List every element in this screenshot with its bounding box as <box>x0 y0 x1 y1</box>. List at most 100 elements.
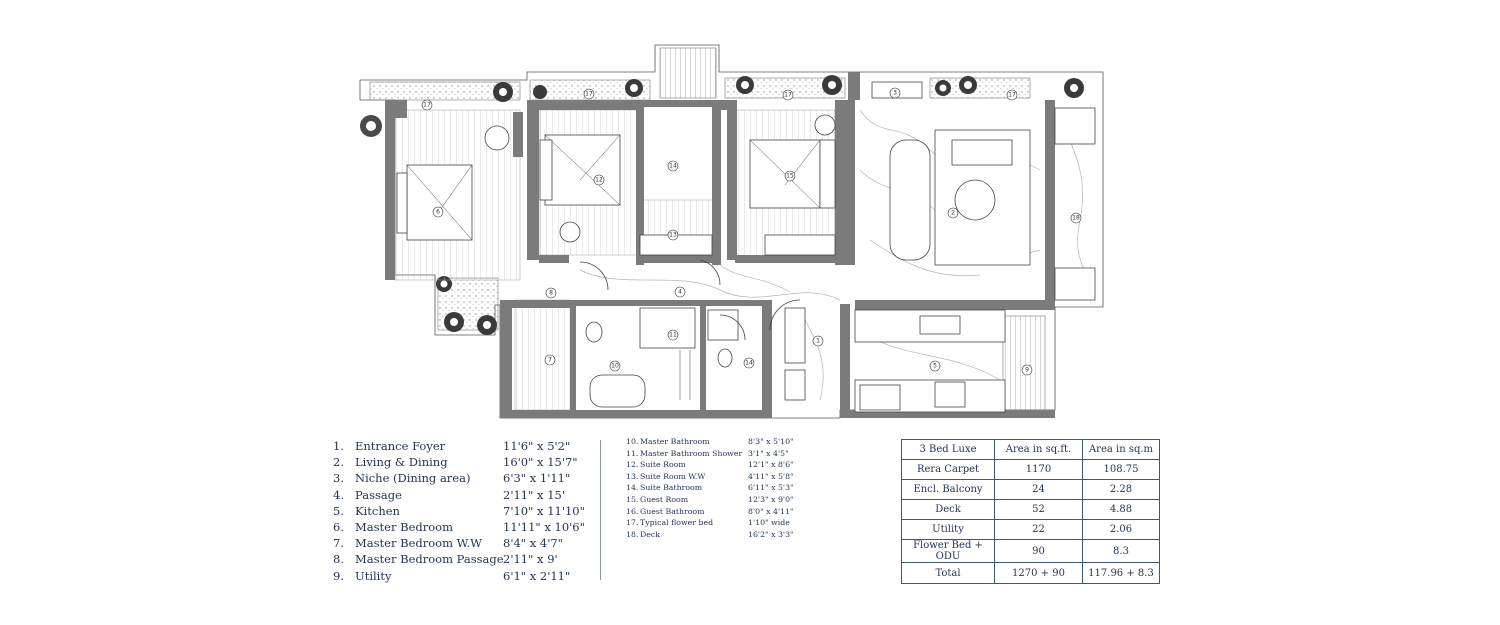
area-table-header-row: 3 Bed Luxe Area in sq.ft. Area in sq.m <box>901 438 1160 461</box>
marker-4: 4 <box>678 289 682 296</box>
legend-num: 6. <box>333 520 344 534</box>
legend-dim: 12'1" x 8'6" <box>748 460 794 470</box>
legend-name: Master Bedroom W.W <box>355 536 482 551</box>
area-table-header: 3 Bed Luxe <box>901 438 995 461</box>
marker-18: 18 <box>1072 215 1080 222</box>
marker-9: 9 <box>1025 367 1029 374</box>
legend-name: Master Bedroom <box>355 520 453 534</box>
legend-dim: 2'11" x 15' <box>503 487 565 502</box>
marker-11: 11 <box>669 332 677 339</box>
legend-num: 12. <box>626 460 639 470</box>
area-table-cell: Total <box>901 562 995 584</box>
legend-dim: 8'3" x 5'10" <box>748 437 794 446</box>
walls <box>385 72 1055 418</box>
legend-name: Guest Bathroom <box>640 506 705 516</box>
legend-name: Deck <box>640 529 660 539</box>
marker-17c: 17 <box>784 92 792 99</box>
area-table-cell: 22 <box>994 519 1083 541</box>
legend-name: Suite Room <box>640 460 686 470</box>
legend-dim: 6'3" x 1'11" <box>503 471 571 486</box>
area-table-header: Area in sq.ft. <box>994 438 1083 461</box>
marker-8: 8 <box>549 290 553 297</box>
legend-name: Suite Room W.W <box>640 471 706 481</box>
legend-dim: 8'0" x 4'11" <box>748 506 794 516</box>
legend-num: 14. <box>626 483 639 493</box>
marker-12: 12 <box>595 177 603 184</box>
legend-name: Master Bathroom <box>640 437 710 446</box>
marker-3: 3 <box>893 90 897 97</box>
legend-dim: 4'11" x 5'8" <box>748 471 794 481</box>
marker-14b: 14 <box>745 360 753 367</box>
room-markers: 1 2 3 4 5 6 7 8 9 10 11 12 13 14 14 15 1… <box>421 87 1082 376</box>
marker-5: 5 <box>933 363 937 370</box>
legend-name: Entrance Foyer <box>355 439 446 453</box>
area-table-cell: Flower Bed + ODU <box>901 539 995 564</box>
legend-row: 13.Suite Room W.W 4'11" x 5'8" <box>626 472 856 483</box>
marker-1: 1 <box>816 338 820 345</box>
legend-row: 5. Kitchen 7'10" x 11'10" <box>333 504 603 520</box>
legend-name: Kitchen <box>355 503 400 518</box>
legend-name: Master Bathroom Shower <box>640 448 743 458</box>
legend-num: 11. <box>626 448 639 458</box>
area-table-cell: Encl. Balcony <box>901 479 995 501</box>
legend-num: 8. <box>333 552 344 567</box>
area-table-cell: 24 <box>994 479 1083 501</box>
legend-name: Guest Room <box>640 495 689 504</box>
area-table-cell: 1170 <box>994 459 1083 481</box>
plants <box>360 75 1084 335</box>
area-table: 3 Bed Luxe Area in sq.ft. Area in sq.m R… <box>901 438 1160 584</box>
legend-num: 15. <box>626 495 639 504</box>
legend-row: 12.Suite Room 12'1" x 8'6" <box>626 460 856 471</box>
legend-num: 7. <box>333 536 344 551</box>
marker-7: 7 <box>548 357 552 364</box>
marker-17a: 17 <box>423 102 431 109</box>
legend-name: Master Bedroom Passage <box>355 552 504 567</box>
legend-dim: 16'0" x 15'7" <box>503 455 578 470</box>
area-table-cell: 108.75 <box>1082 459 1160 481</box>
legend-num: 3. <box>333 471 344 486</box>
legend-name: Living & Dining <box>355 455 448 470</box>
legend-num: 17. <box>626 518 639 528</box>
legend-num: 18. <box>626 529 639 539</box>
legend-name: Niche (Dining area) <box>355 471 471 486</box>
marker-6: 6 <box>436 209 440 216</box>
marker-2: 2 <box>951 210 955 217</box>
marker-10: 10 <box>611 363 619 370</box>
legend-num: 13. <box>626 471 639 481</box>
legend-row: 3. Niche (Dining area) 6'3" x 1'11" <box>333 471 603 487</box>
legend-dim: 2'11" x 9' <box>503 552 558 567</box>
area-table-cell: Utility <box>901 519 995 541</box>
legend-dim: 7'10" x 11'10" <box>503 503 585 518</box>
legend-dim: 11'6" x 5'2" <box>503 439 571 453</box>
area-table-header: Area in sq.m <box>1082 438 1160 461</box>
area-table-cell: 4.88 <box>1082 499 1160 521</box>
area-table-cell: 90 <box>994 539 1083 564</box>
legend-name: Typical flower bed <box>640 518 714 528</box>
legend-num: 5. <box>333 503 344 518</box>
area-table-cell: 1270 + 90 <box>994 562 1083 584</box>
area-table-cell: 2.06 <box>1082 519 1160 541</box>
legend-num: 9. <box>333 568 344 583</box>
legend-name: Passage <box>355 487 402 502</box>
legend-name: Suite Bathroom <box>640 483 703 493</box>
